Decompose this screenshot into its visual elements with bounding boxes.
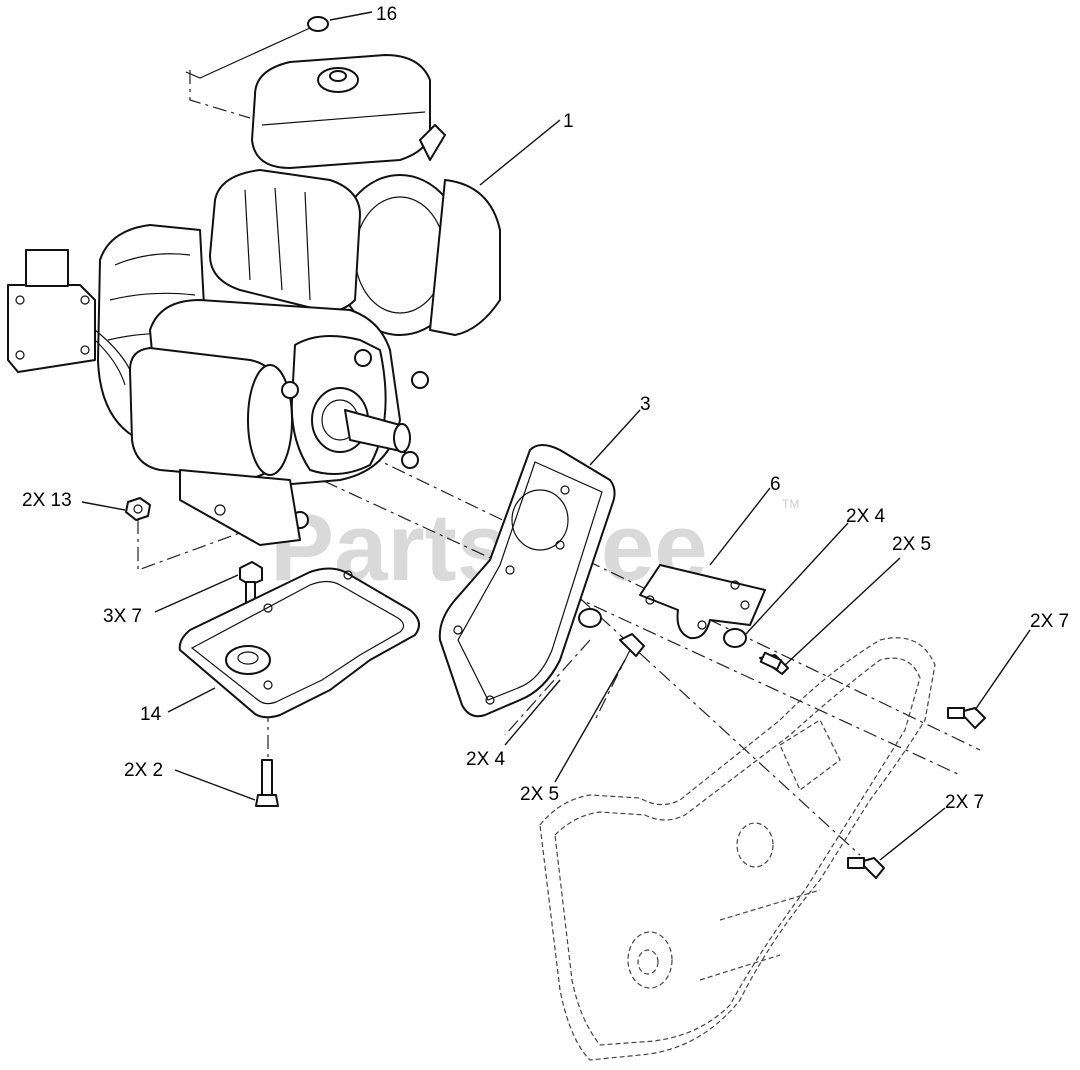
callout-3: 3 xyxy=(640,394,651,415)
callout-labels: 16 1 3 6 2X 4 2X 5 2X 7 2X 13 3X 7 14 2X… xyxy=(22,4,1069,813)
part-13-nut xyxy=(125,497,151,521)
part-4-washer-right xyxy=(723,628,747,648)
callout-2x4-right: 2X 4 xyxy=(846,506,886,527)
part-5-bolt-right xyxy=(759,651,789,675)
part-7-bolt-bottom-right xyxy=(847,857,885,879)
callout-2x5-right: 2X 5 xyxy=(892,534,931,555)
leader-lines xyxy=(81,11,1031,861)
callout-2x13: 2X 13 xyxy=(22,490,72,511)
part-14-gasket xyxy=(178,567,420,719)
callout-2x5-left: 2X 5 xyxy=(520,784,559,805)
callout-2x4-left: 2X 4 xyxy=(466,749,506,770)
callout-3x7: 3X 7 xyxy=(103,606,142,627)
part-6-plate xyxy=(639,564,766,640)
callout-14: 14 xyxy=(140,704,162,725)
part-1-engine xyxy=(7,54,501,546)
frame-panel xyxy=(539,637,936,1061)
part-3-bracket xyxy=(438,444,616,718)
part-4-washer-left xyxy=(578,608,602,628)
part-7-bolt-left xyxy=(239,561,263,605)
callout-2x2: 2X 2 xyxy=(124,760,163,781)
callout-2x7-top: 2X 7 xyxy=(1030,611,1069,632)
callout-6: 6 xyxy=(770,474,781,495)
part-16-ring xyxy=(185,16,329,79)
callout-2x7-bottom: 2X 7 xyxy=(945,792,984,813)
callout-1: 1 xyxy=(563,111,574,132)
callout-16: 16 xyxy=(376,4,397,25)
watermark-trademark: TM xyxy=(782,497,799,511)
part-7-bolt-top-right xyxy=(947,707,986,729)
part-5-bolt-left xyxy=(619,633,645,657)
part-2-bolt xyxy=(255,759,279,807)
